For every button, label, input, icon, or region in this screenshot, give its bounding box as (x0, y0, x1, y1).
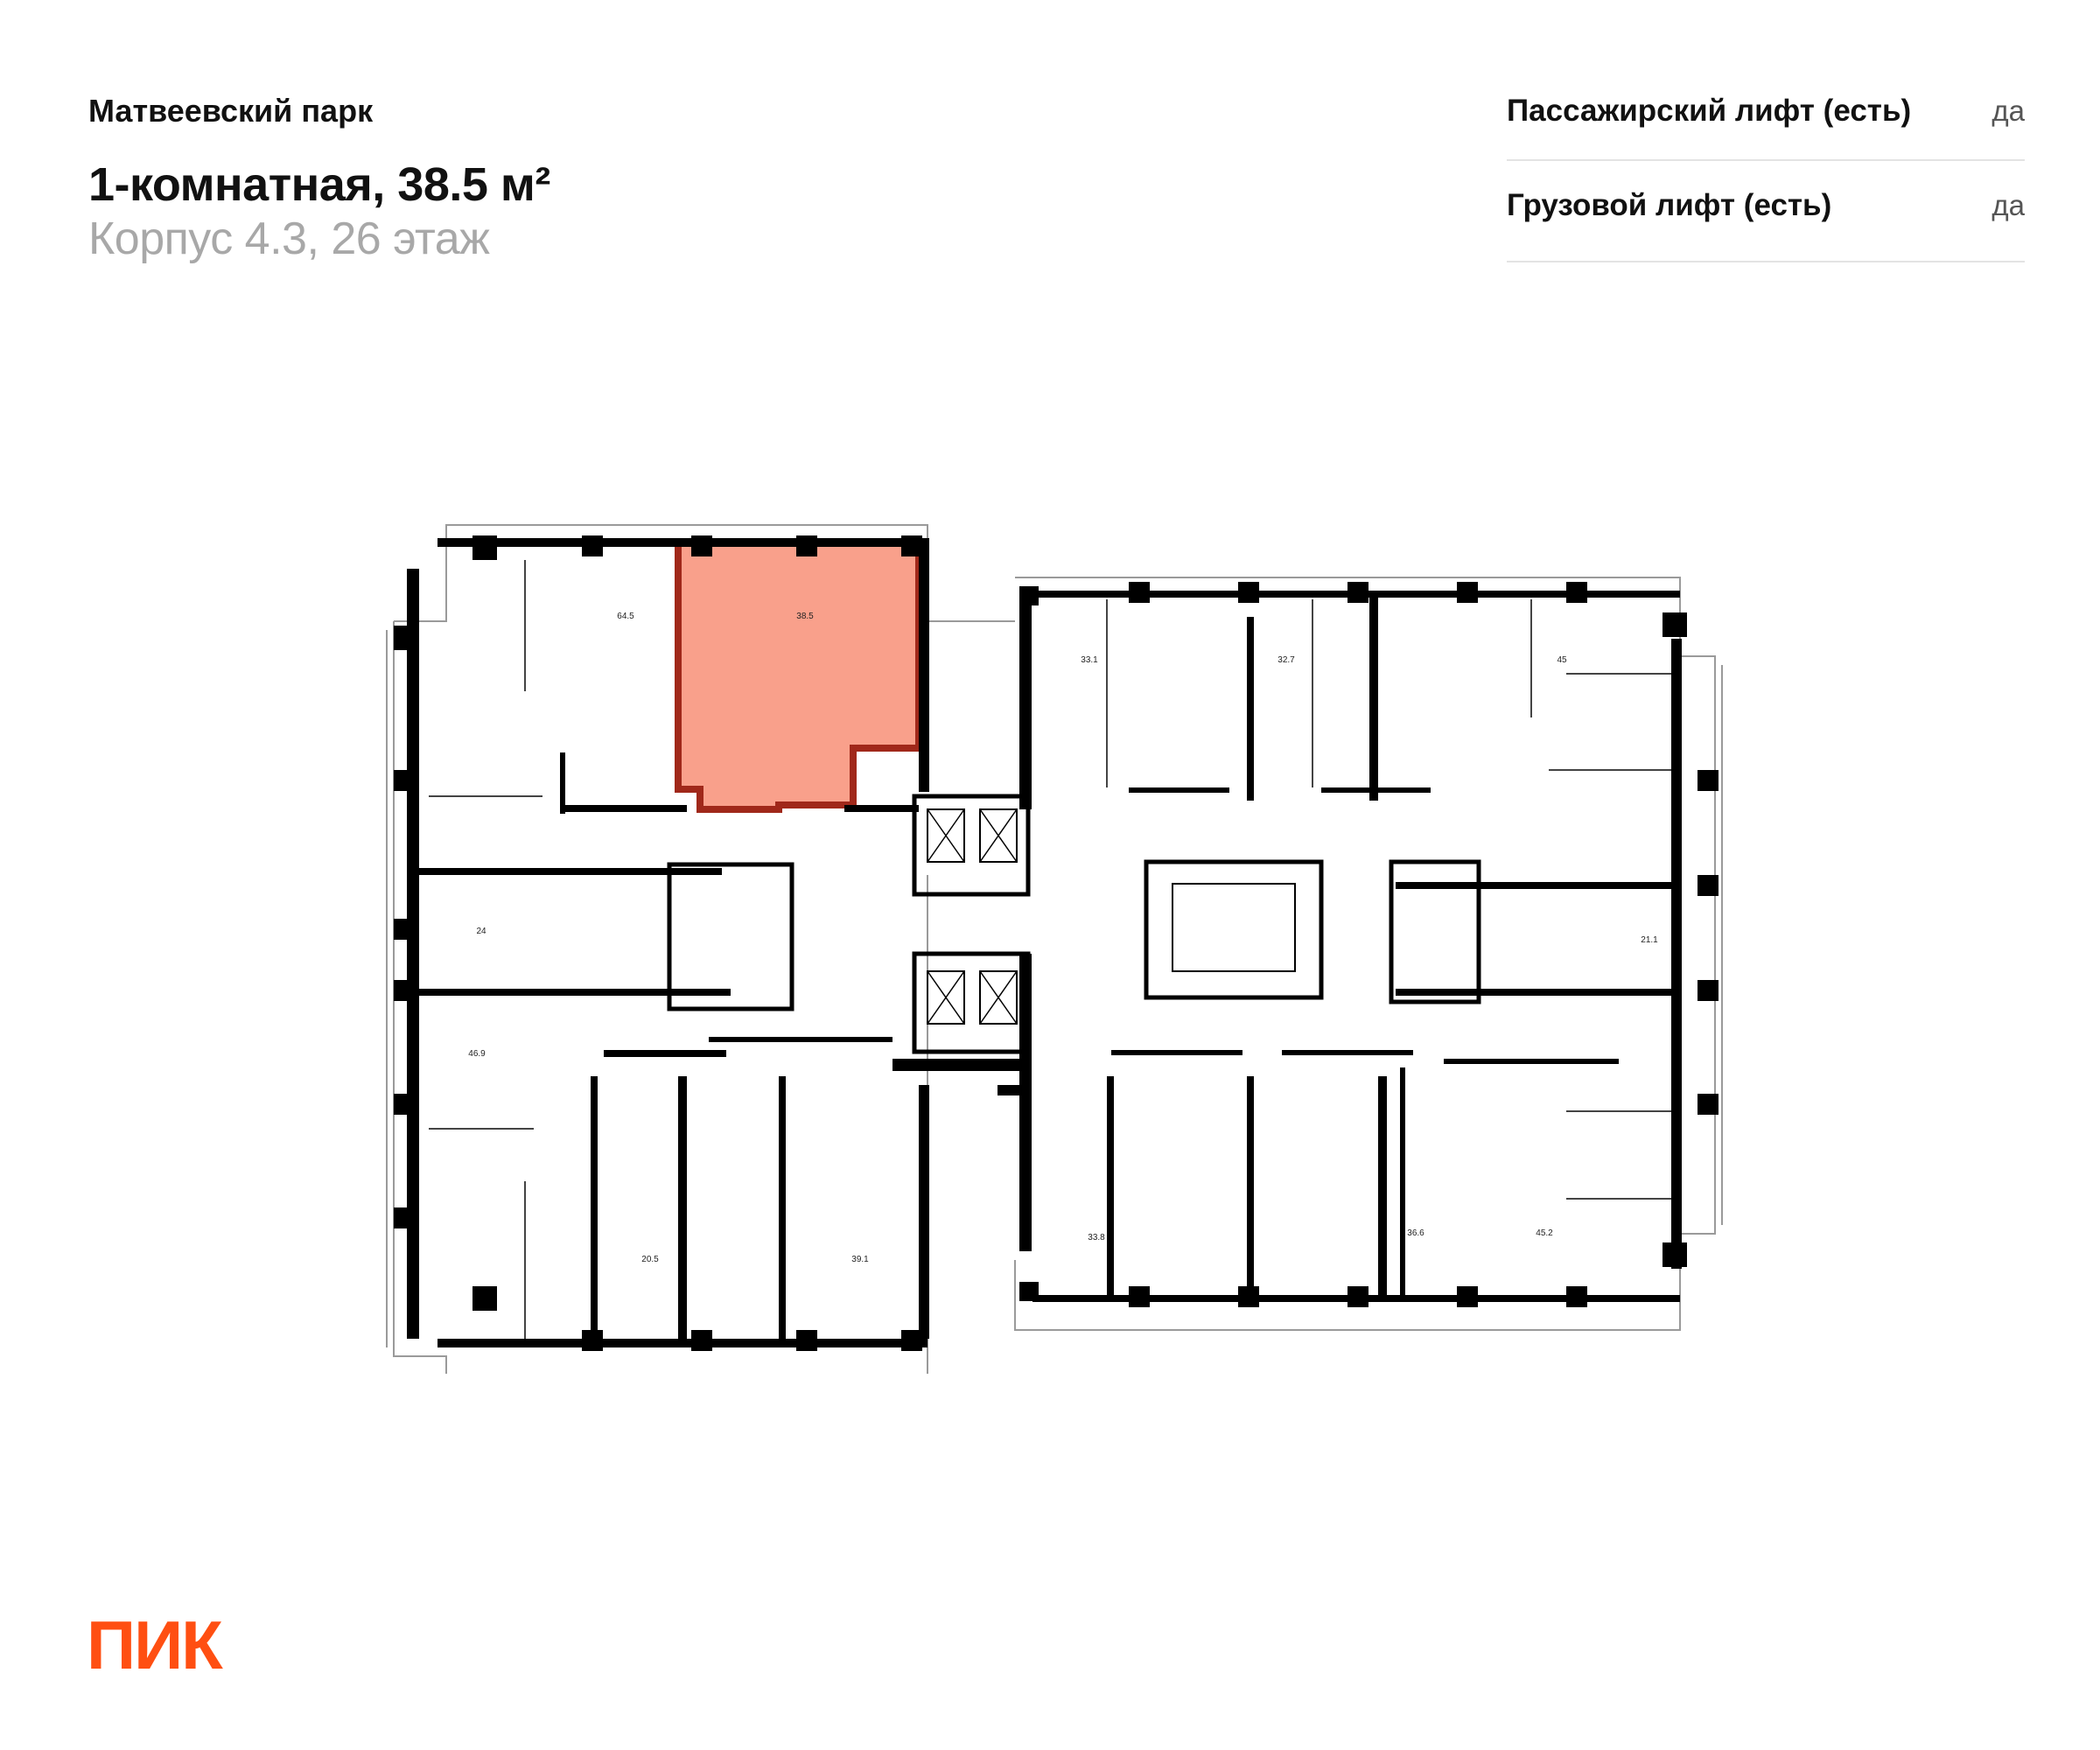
feature-row-passenger-lift: Пассажирский лифт (есть) да (1507, 88, 2025, 161)
area-label: 33.8 (1088, 1233, 1105, 1242)
area-label: 33.1 (1081, 655, 1098, 665)
balcony-outlines (386, 524, 1723, 1374)
area-label: 21.1 (1641, 935, 1658, 945)
core (667, 794, 1481, 1054)
walls (407, 538, 1682, 1348)
feature-row-freight-lift: Грузовой лифт (есть) да (1507, 161, 2025, 262)
area-labels: 64.5 38.5 33.1 32.7 45 24 21.1 46.9 20.5… (468, 612, 1658, 1264)
highlighted-apartment (675, 539, 922, 813)
building-floor: Корпус 4.3, 26 этаж (88, 214, 490, 264)
feature-value: да (1992, 94, 2025, 127)
logo-text: ПИК (87, 1614, 223, 1674)
interior-lines (429, 560, 1671, 1339)
area-label: 39.1 (851, 1255, 869, 1264)
feature-label: Грузовой лифт (есть) (1507, 188, 1832, 222)
features-list: Пассажирский лифт (есть) да Грузовой лиф… (1507, 88, 2025, 262)
area-label: 64.5 (617, 612, 634, 621)
feature-value: да (1992, 189, 2025, 221)
apartment-title: 1-комнатная, 38.5 м² (88, 158, 550, 211)
apartment-highlight (675, 539, 922, 813)
area-label: 45.2 (1536, 1228, 1553, 1238)
floor-plan: 64.5 38.5 33.1 32.7 45 24 21.1 46.9 20.5… (386, 524, 1723, 1374)
area-label: 20.5 (641, 1255, 659, 1264)
area-label: 36.6 (1407, 1228, 1424, 1238)
area-label: 45 (1557, 655, 1567, 665)
area-label: 38.5 (796, 612, 814, 621)
pik-logo: ПИК (87, 1614, 225, 1674)
columns (394, 536, 1718, 1351)
area-label: 24 (476, 927, 486, 936)
area-label: 46.9 (468, 1049, 486, 1059)
complex-name: Матвеевский парк (88, 93, 374, 129)
area-label: 32.7 (1278, 655, 1295, 665)
feature-label: Пассажирский лифт (есть) (1507, 94, 1912, 128)
